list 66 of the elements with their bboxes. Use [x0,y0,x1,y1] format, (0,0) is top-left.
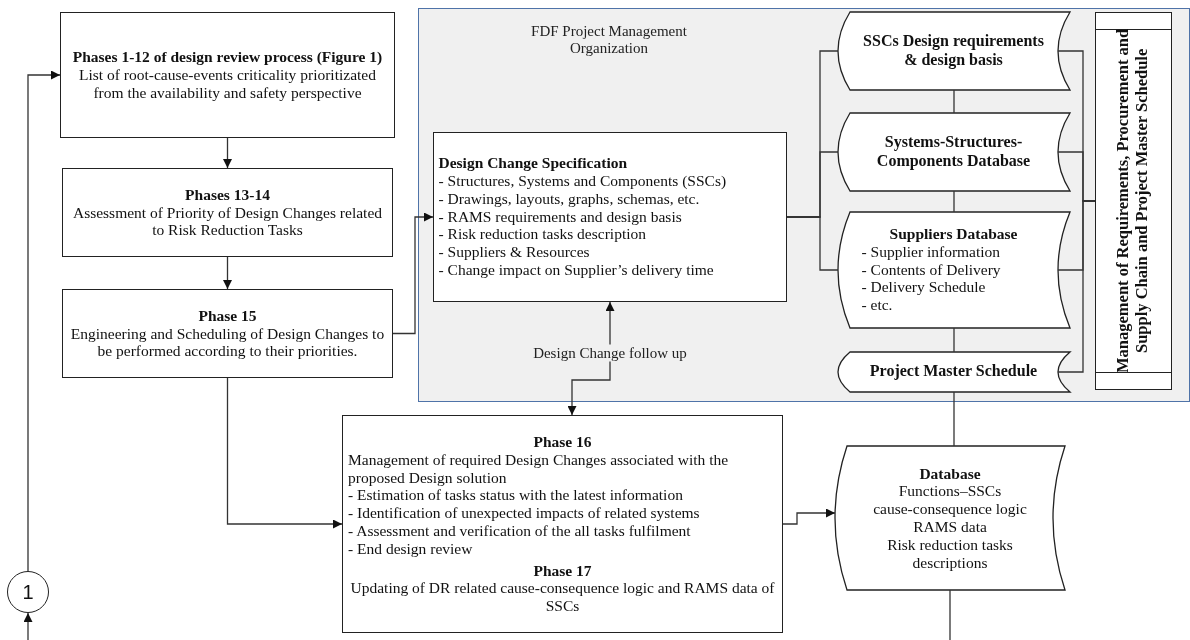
box-text: - RAMS requirements and design basis [438,207,683,226]
box-heading: Phases 1-12 of design review process (Figure 1) [71,48,384,67]
arrow [223,137,232,169]
stored-data-shape [837,112,1070,191]
box-text: - Assessment and verification of the all tasks fulfilment [348,522,692,540]
box-heading: Suppliers Database [888,224,1019,243]
management-box [1094,11,1172,390]
arrow [23,612,33,640]
box-text: Management of required Design Changes associated with the proposed Design solution [348,450,730,487]
specification-box [432,131,787,302]
box-text: - Change impact on Supplier’s delivery time [438,261,715,279]
arrow [226,377,343,529]
box-text: - Risk reduction tasks description [438,225,647,244]
box-text: - Structures, Systems and Components (SSCs) [438,171,728,190]
box-heading: Phase 15 [197,306,258,325]
arrow [392,212,434,335]
arrow [782,508,836,525]
arrow [223,256,232,290]
connector-line [1057,200,1096,373]
connector-line [949,589,951,640]
panel-heading: FDF Project Management Organization [530,23,688,58]
stored-data-shape [835,446,1065,590]
box-text: - Suppliers & Resources [438,243,591,262]
box-text: - End design review [348,539,474,558]
box-text: Project Master Schedule [868,362,1039,381]
box-text: Functions–SSCs [897,482,1003,501]
box-text: Phase 17 [532,561,593,580]
box-text: - Supplier information [861,242,1002,261]
box-heading: Phase 16 [532,432,593,451]
box-text: - Drawings, layouts, graphs, schemas, etc. [438,189,701,208]
process-box [62,289,393,378]
organization-panel [418,8,1190,402]
connector-line [953,391,955,447]
box-text: - Identification of unexpected impacts of related systems [348,504,701,522]
box-text: RAMS data [912,518,988,536]
box-text: cause-consequence logic [872,500,1028,518]
connector-line [953,89,955,114]
arrow [27,70,61,572]
box-text: Risk reduction tasks descriptions [886,535,1014,572]
box-text: List of root-cause-events criticality prioritizated from the availability and safety perspective [78,66,377,102]
stored-data-shape [837,351,1070,392]
box-text: Assessment of Priority of Design Changes related to Risk Reduction Tasks [71,203,384,240]
connector-number: 1 [22,580,34,604]
box-heading: Design Change Specification [438,154,629,172]
process-box [342,415,783,633]
stored-data-shape [837,211,1070,328]
box-heading: Database [918,464,982,483]
box-text: SSCs Design requirements & design basis [862,32,1045,69]
box-text: Engineering and Scheduling of Design Changes to be performed according to their priorities. [69,324,386,361]
connector-line [953,327,955,353]
connector-line [786,216,839,271]
box-heading: Phases 13-14 [184,185,271,204]
box-text: Systems-Structures-Components Database [875,133,1032,170]
arrow [567,301,615,416]
connector-line [953,190,955,213]
box-text: - Estimation of tasks status with the latest information [348,486,684,505]
connector-circle [7,571,49,613]
stored-data-shape [837,11,1070,90]
box-text: - Contents of Delivery [861,260,1002,279]
box-text: - Delivery Schedule [861,278,987,297]
vertical-label: Management of Requirements, Procurement and Supply Chain and Project Master Schedule [1114,27,1152,375]
box-text: - etc. [861,296,894,315]
process-box [60,12,395,138]
process-box [62,168,393,257]
edge-label: Design Change follow up [530,344,690,362]
box-text: Updating of DR related cause-consequence logic and RAMS data of SSCs [349,579,776,616]
